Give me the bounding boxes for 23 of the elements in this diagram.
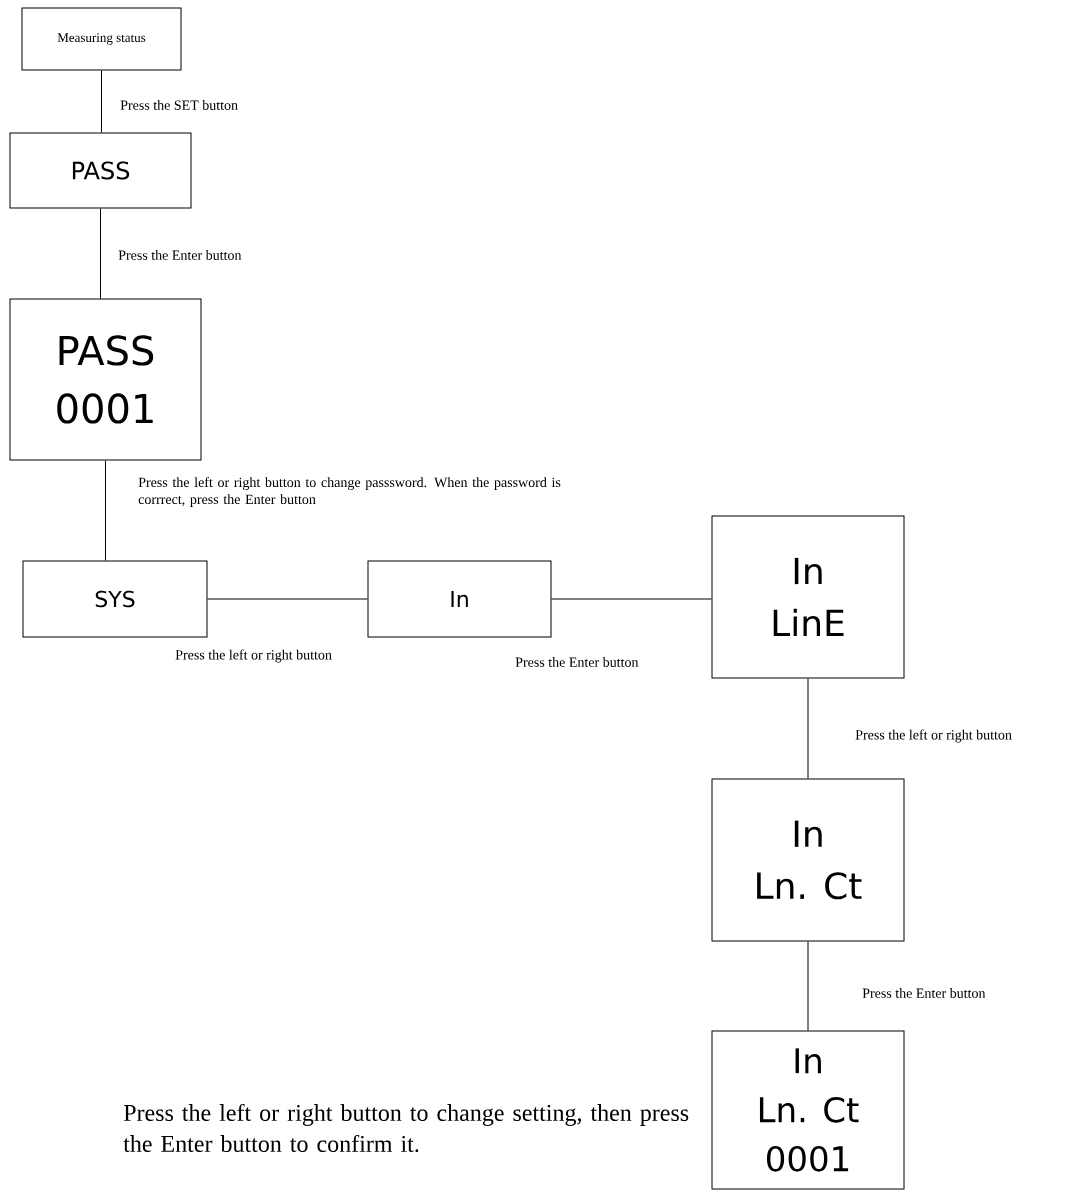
display-box: PASS xyxy=(9,132,192,209)
display-box: PASS 0001 xyxy=(9,298,202,461)
connector-line xyxy=(807,941,809,1031)
edge-label: Press the Enter button xyxy=(862,988,986,998)
display-box: SYS xyxy=(22,560,208,638)
connector-line xyxy=(105,460,106,561)
edge-label: Press the left or right button xyxy=(175,649,332,663)
note-text: Press the left or right button to change setting, then press the Enter button to confirm it. xyxy=(123,1103,689,1153)
connector-line xyxy=(551,598,712,600)
edge-label: Press the left or right button to change passsword. When the password is corrrect, press the Enter button xyxy=(138,477,561,507)
edge-label: Press the left or right button xyxy=(855,729,1012,743)
connector-line xyxy=(101,70,102,133)
connector-line xyxy=(207,598,368,600)
edge-label: Press the Enter button xyxy=(118,250,242,260)
edge-label: Press the SET button xyxy=(120,100,238,110)
display-box: In Ln. Ct xyxy=(711,778,905,942)
connector-line xyxy=(100,208,101,299)
display-box: In Ln. Ct 0001 xyxy=(711,1030,905,1190)
display-box: Measuring status xyxy=(21,7,182,71)
display-box: In LinE xyxy=(711,515,905,679)
edge-label: Press the Enter button xyxy=(515,657,639,667)
display-box: In xyxy=(367,560,552,638)
connector-line xyxy=(807,678,809,779)
